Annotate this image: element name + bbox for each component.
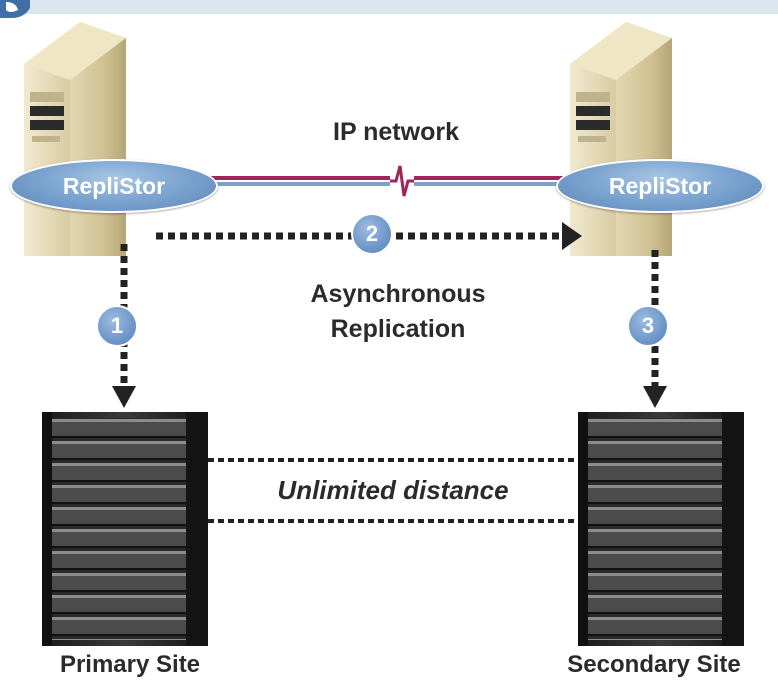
secondary-replistor-label: RepliStor	[608, 172, 712, 199]
ip-network-label: IP network	[333, 118, 459, 146]
primary-storage-rack-icon	[42, 412, 208, 646]
secondary-replistor-badge: RepliStor	[556, 159, 764, 213]
primary-site-label: Primary Site	[59, 651, 201, 678]
distance-lines	[208, 458, 578, 523]
step-1-badge: 1	[96, 305, 138, 347]
primary-replistor-label: RepliStor	[62, 172, 166, 199]
replication-label-line2: Replication	[330, 315, 466, 343]
step-1-number: 1	[110, 313, 124, 338]
primary-server-icon	[24, 22, 126, 256]
secondary-storage-rack-icon	[578, 412, 744, 646]
step-3-number: 3	[641, 313, 655, 338]
top-banner	[0, 0, 778, 14]
step-2-number: 2	[365, 221, 379, 246]
step-2-badge: 2	[351, 213, 393, 255]
distance-label: Unlimited distance	[277, 475, 509, 505]
primary-replistor-badge: RepliStor	[10, 159, 218, 213]
corner-logo-icon	[0, 0, 30, 18]
secondary-write-arrow	[643, 250, 667, 408]
ip-network-link	[200, 165, 570, 197]
secondary-site-label: Secondary Site	[567, 651, 741, 678]
secondary-server-icon	[570, 22, 672, 256]
step-3-badge: 3	[627, 305, 669, 347]
replication-label-line1: Asynchronous	[310, 280, 486, 308]
